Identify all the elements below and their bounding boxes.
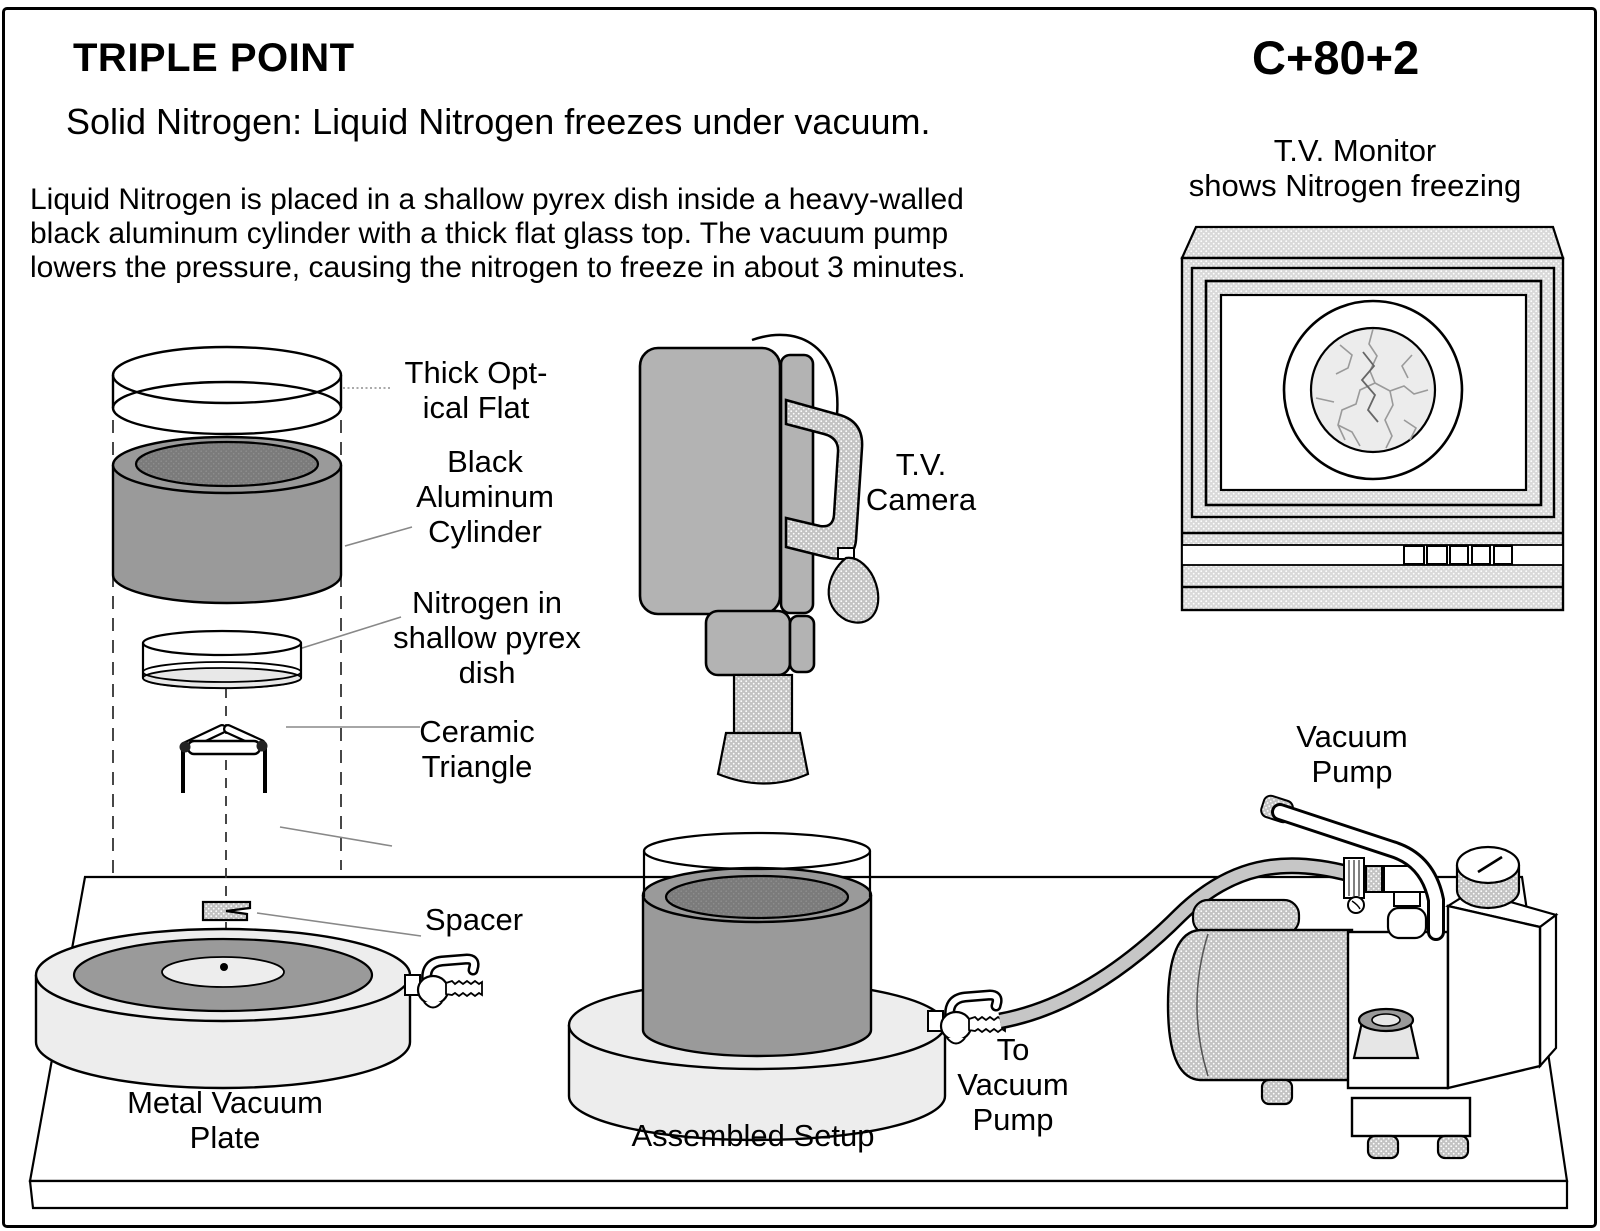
camera-lens-barrel [732, 673, 794, 735]
leader-lines [256, 387, 422, 937]
screen-dish [1282, 299, 1464, 481]
label-spacer: Spacer [424, 902, 524, 937]
label-tv-camera: T.V. Camera [865, 447, 977, 517]
ceramic-triangle [179, 724, 268, 793]
pump-motor [1166, 928, 1354, 1082]
camera-handle [784, 398, 864, 560]
freezing-cracks [1315, 328, 1429, 449]
spacer-part [201, 900, 252, 922]
black-aluminum-cylinder [111, 435, 343, 605]
label-metal-vacuum-plate: Metal Vacuum Plate [127, 1085, 323, 1155]
label-to-vacuum-pump: To Vacuum Pump [957, 1032, 1069, 1137]
assembled-cylinder [641, 866, 873, 1058]
page-title: TRIPLE POINT [73, 36, 355, 80]
tv-camera [638, 333, 880, 785]
vacuum-hose [998, 857, 1353, 1030]
pump-handle [1260, 794, 1445, 941]
pump-head [1346, 889, 1559, 1160]
camera-body [638, 346, 782, 616]
page-description: Liquid Nitrogen is placed in a shallow p… [30, 183, 966, 284]
page-subtitle: Solid Nitrogen: Liquid Nitrogen freezes … [66, 101, 931, 142]
camera-bulb [827, 556, 880, 624]
tv-monitor [1180, 225, 1565, 612]
monitor-buttons [1403, 545, 1513, 565]
label-tv-monitor: T.V. Monitor shows Nitrogen freezing [1188, 133, 1522, 203]
metal-vacuum-plate [34, 927, 482, 1090]
camera-lens-flare [716, 731, 810, 785]
pump-port [1352, 1007, 1420, 1060]
pyrex-dish [141, 629, 303, 690]
label-vacuum-pump: Vacuum Pump [1296, 719, 1408, 789]
optical-flat [111, 345, 343, 436]
label-optical-flat: Thick Opt- ical Flat [404, 355, 548, 425]
label-assembled-setup: Assembled Setup [631, 1118, 875, 1153]
sheet-code: C+80+2 [1252, 31, 1420, 84]
pump-gauge [1455, 845, 1521, 910]
label-aluminum-cylinder: Black Aluminum Cylinder [416, 444, 554, 549]
pump-fittings [1343, 857, 1429, 940]
label-nitrogen-dish: Nitrogen in shallow pyrex dish [393, 585, 581, 690]
assembled-setup [567, 831, 1005, 1142]
vacuum-pump [1166, 794, 1559, 1160]
assembled-glass [642, 831, 872, 897]
label-ceramic-triangle: Ceramic Triangle [419, 714, 535, 784]
